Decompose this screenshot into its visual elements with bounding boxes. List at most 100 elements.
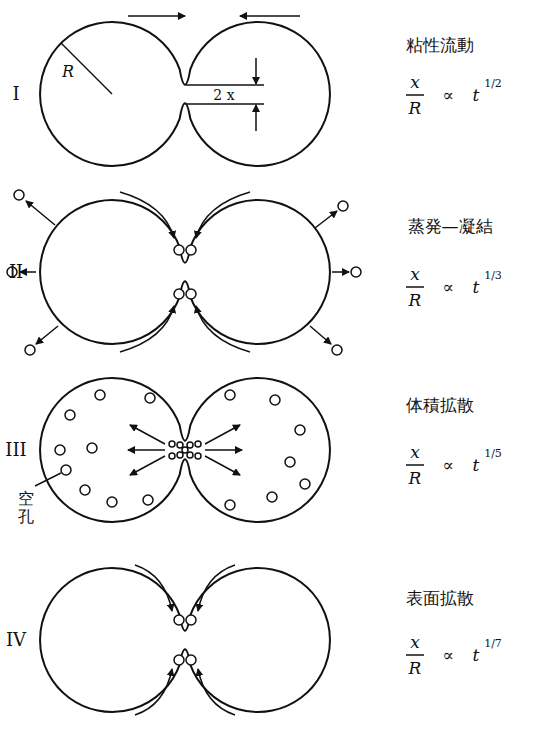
pore — [95, 390, 105, 400]
pore — [169, 453, 175, 459]
surface-arrow — [198, 565, 235, 611]
pore — [295, 425, 305, 435]
pore — [195, 453, 201, 459]
atom — [174, 245, 184, 255]
formula-part: x — [410, 632, 420, 652]
pore — [107, 497, 117, 507]
evaporation-arrow — [26, 201, 55, 225]
dimension-label: 2 x — [213, 87, 234, 104]
particle-pair — [40, 200, 330, 344]
flow-arrow — [196, 306, 250, 352]
atom — [186, 289, 196, 299]
particle-pair — [40, 568, 330, 712]
formula-exponent: 1/7 — [484, 637, 502, 650]
formula-part: R — [409, 290, 422, 310]
fraction-bar — [406, 94, 424, 96]
mechanism-name: 粘性流動 — [406, 35, 474, 55]
pore — [177, 452, 183, 458]
formula-part: x — [410, 264, 420, 284]
push-arrow — [128, 15, 185, 17]
leader-line — [35, 473, 61, 486]
formula-part: t — [473, 85, 480, 105]
formula-part: ∝ — [442, 85, 454, 105]
panel-numeral: IV — [6, 629, 26, 651]
formula-part: R — [409, 98, 422, 118]
mechanism-name: 表面拡散 — [406, 588, 474, 608]
fraction-bar — [406, 286, 424, 288]
dimension-line — [186, 84, 264, 86]
atom — [186, 655, 196, 665]
atom — [186, 615, 196, 625]
pore — [177, 442, 183, 448]
formula-exponent: 1/2 — [484, 77, 502, 90]
atom — [351, 267, 361, 277]
diffusion-arrow — [128, 449, 165, 451]
particle-pair — [40, 22, 330, 166]
dimension-arrow — [255, 105, 257, 131]
panel-numeral: II — [9, 261, 23, 283]
formula-part: x — [410, 72, 420, 92]
radius-label: R — [62, 62, 74, 81]
formula-part: ∝ — [442, 455, 454, 475]
pore — [195, 441, 201, 447]
evaporation-arrow — [332, 271, 349, 273]
formula-exponent: 1/3 — [484, 269, 502, 282]
atom — [174, 655, 184, 665]
formula-part: t — [473, 645, 480, 665]
pore — [145, 393, 155, 403]
flow-arrow — [196, 192, 250, 238]
atom — [25, 345, 35, 355]
pore — [225, 390, 235, 400]
atom — [174, 289, 184, 299]
pore — [61, 465, 71, 475]
fraction-bar — [406, 464, 424, 466]
formula-part: t — [473, 455, 480, 475]
pore — [267, 492, 277, 502]
dimension-arrow — [255, 58, 257, 84]
formula-exponent: 1/5 — [484, 447, 502, 460]
particle-pair — [40, 378, 330, 522]
formula-part: R — [409, 468, 422, 488]
evaporation-arrow — [310, 326, 331, 344]
formula-part: t — [473, 277, 480, 297]
mechanism-name: 蒸発—凝結 — [408, 216, 493, 236]
panel-numeral: I — [12, 83, 19, 105]
pore — [169, 441, 175, 447]
evaporation-arrow — [315, 211, 337, 228]
formula-part: R — [409, 658, 422, 678]
fraction-bar — [406, 654, 424, 656]
dimension-line — [186, 103, 264, 105]
pore — [300, 479, 310, 489]
pore — [143, 495, 153, 505]
surface-arrow — [135, 669, 172, 715]
diffusion-arrow — [205, 456, 240, 475]
surface-arrow — [198, 669, 235, 715]
radius-line — [61, 43, 112, 94]
diffusion-arrow — [205, 449, 242, 451]
pore — [65, 410, 75, 420]
pore — [80, 485, 90, 495]
pore — [187, 442, 193, 448]
diffusion-arrow — [130, 456, 165, 475]
atom — [186, 245, 196, 255]
pore — [270, 395, 280, 405]
pore-label: 空孔 — [18, 490, 34, 525]
panel-numeral: III — [5, 439, 26, 461]
formula-part: x — [410, 442, 420, 462]
formula-part: ∝ — [442, 645, 454, 665]
flow-arrow — [120, 306, 174, 352]
formula-part: ∝ — [442, 277, 454, 297]
pore — [182, 447, 188, 453]
push-arrow — [240, 15, 300, 17]
diffusion-arrow — [205, 425, 240, 444]
pore — [225, 500, 235, 510]
evaporation-arrow — [36, 326, 58, 344]
atom — [14, 190, 24, 200]
diffusion-arrow — [130, 425, 165, 444]
atom — [332, 345, 342, 355]
surface-arrow — [135, 565, 172, 611]
atom — [338, 201, 348, 211]
pore — [187, 452, 193, 458]
